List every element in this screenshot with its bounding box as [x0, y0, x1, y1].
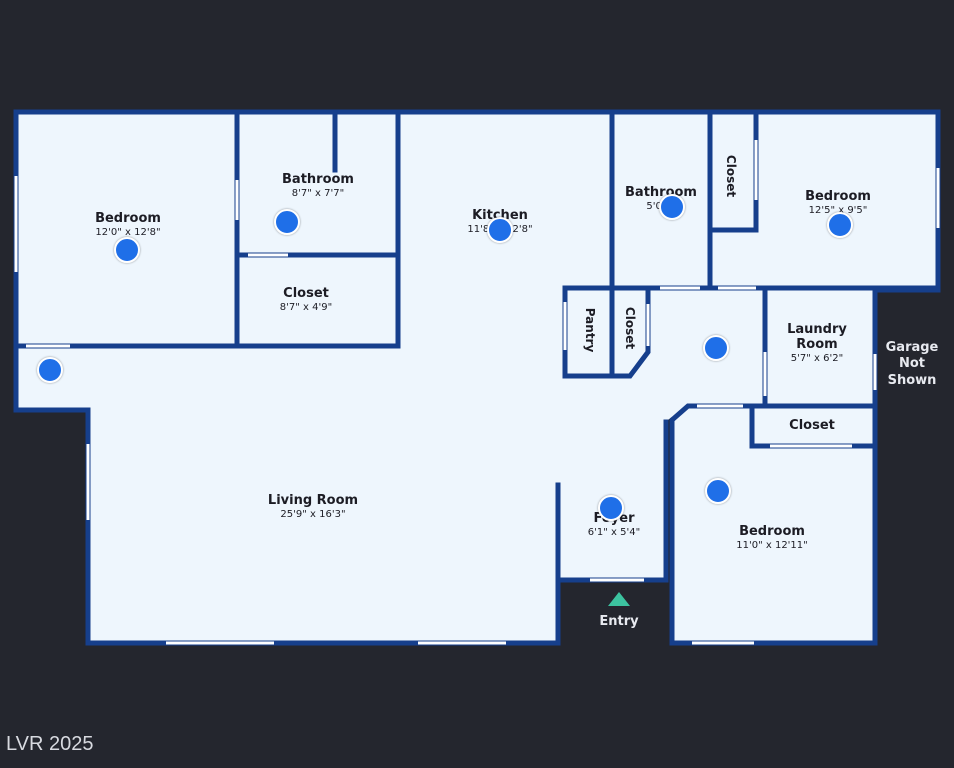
windows [14, 140, 940, 645]
viewpoint-marker[interactable] [705, 478, 731, 504]
entry-arrow-icon [608, 592, 630, 606]
room-name: Bedroom [95, 211, 161, 226]
room-bedroom-left: Bedroom 12'0" x 12'8" [95, 211, 161, 238]
room-name: Bathroom [282, 172, 354, 187]
room-dims: 12'5" x 9'5" [808, 204, 868, 216]
room-closet-right: Closet [789, 418, 835, 434]
room-dims: 11'0" x 12'11" [736, 539, 808, 551]
viewpoint-marker[interactable] [598, 495, 624, 521]
room-dims: 5'7" x 6'2" [790, 352, 844, 364]
viewpoint-marker[interactable] [487, 217, 513, 243]
room-bathroom-1: Bathroom 8'7" x 7'7" [282, 172, 354, 199]
viewpoint-marker[interactable] [114, 237, 140, 263]
garage-note: Garage Not Shown [886, 340, 939, 389]
garage-note-line: Garage [885, 340, 939, 355]
room-dims: 12'0" x 12'8" [95, 226, 161, 238]
room-pantry: Pantry [583, 307, 597, 353]
room-name: Kitchen [472, 208, 528, 223]
entry-label: Entry [599, 614, 639, 629]
room-closet-top: Closet [724, 154, 738, 198]
room-bedroom-bottom: Bedroom 11'0" x 12'11" [736, 524, 808, 551]
viewpoint-marker[interactable] [37, 357, 63, 383]
garage-note-line: Not [898, 356, 926, 372]
room-name: Closet [789, 418, 835, 433]
room-name: Living Room [267, 493, 359, 508]
room-name: Laundry Room [787, 322, 847, 352]
room-dims: 8'7" x 4'9" [279, 301, 333, 313]
room-name: Bedroom [805, 189, 871, 204]
watermark: LVR 2025 [6, 733, 94, 755]
room-name: Bedroom [739, 524, 805, 539]
room-name: Closet [283, 286, 329, 301]
room-closet-small: Closet [623, 306, 637, 350]
garage-note-line: Shown [887, 372, 937, 388]
room-laundry: Laundry Room 5'7" x 6'2" [777, 322, 857, 364]
viewpoint-marker[interactable] [274, 209, 300, 235]
room-closet-1: Closet 8'7" x 4'9" [279, 286, 333, 313]
floor-area [16, 112, 938, 643]
viewpoint-marker[interactable] [827, 212, 853, 238]
room-bedroom-right: Bedroom 12'5" x 9'5" [805, 189, 871, 216]
room-living: Living Room 25'9" x 16'3" [267, 493, 359, 520]
viewpoint-marker[interactable] [703, 335, 729, 361]
viewpoint-marker[interactable] [659, 194, 685, 220]
room-dims: 25'9" x 16'3" [280, 508, 346, 520]
room-dims: 6'1" x 5'4" [587, 526, 641, 538]
room-dims: 8'7" x 7'7" [291, 187, 345, 199]
